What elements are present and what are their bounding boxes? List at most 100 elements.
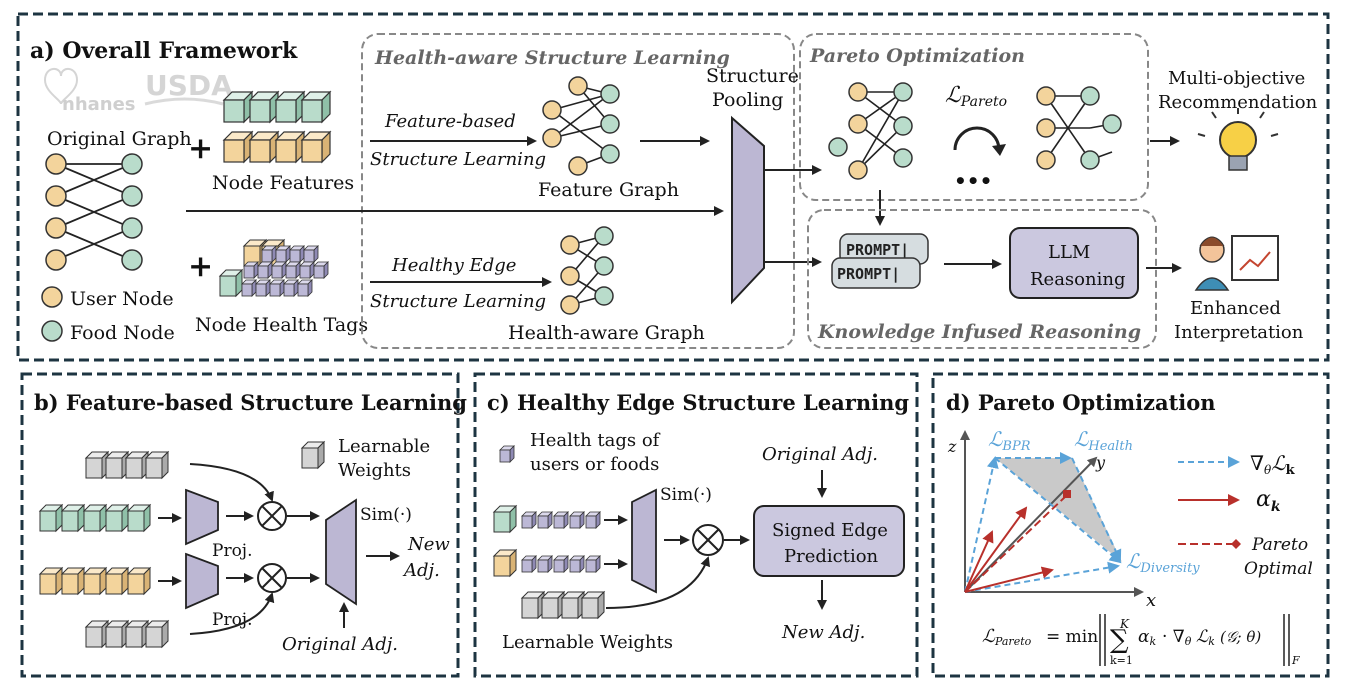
c-learnable-label: Learnable Weights xyxy=(502,632,673,653)
usda-logo: USDA xyxy=(144,69,233,106)
loop-arrow-icon xyxy=(953,126,1001,151)
structure-pooling-block xyxy=(731,115,765,305)
health-tag-cube-icon xyxy=(499,445,515,463)
multi-obj-label-1: Multi-objective xyxy=(1168,68,1305,89)
food-node-label: Food Node xyxy=(70,322,175,344)
multiply-icon-bottom xyxy=(257,563,287,593)
svg-text:k=1: k=1 xyxy=(1110,654,1133,667)
proj-block-top xyxy=(185,488,219,546)
food-node-swatch xyxy=(41,320,63,342)
c-sim-block xyxy=(631,488,657,594)
health-aware-graph xyxy=(560,226,614,315)
signed-edge-prediction-box xyxy=(753,505,905,577)
user-node-swatch xyxy=(41,286,63,308)
panel-d-border xyxy=(931,372,1330,678)
learnable-label-1: Learnable xyxy=(338,436,430,457)
c-original-adj-label: Original Adj. xyxy=(762,444,878,465)
learnable-weights-cube-icon xyxy=(301,441,325,469)
l-pareto-label: ℒPareto xyxy=(945,83,1007,110)
feature-based-label: Feature-based xyxy=(384,111,516,132)
learnable-label-2: Weights xyxy=(338,460,411,481)
original-graph xyxy=(45,153,143,271)
prompt-cards: PROMPT| PROMPT| xyxy=(831,233,929,289)
node-features-label: Node Features xyxy=(212,172,354,194)
original-graph-label: Original Graph xyxy=(47,128,192,150)
legend-pareto-label-1: Pareto xyxy=(1251,535,1308,555)
gradient-vectors xyxy=(964,452,1122,593)
svg-text:∑: ∑ xyxy=(1110,625,1129,655)
structure-learning-label: Structure Learning xyxy=(370,149,546,170)
legend-pareto-diamond-icon xyxy=(1231,539,1241,549)
plus-icon: + xyxy=(188,249,213,284)
b-weight-cubes-top xyxy=(85,451,169,479)
c-multiply-icon xyxy=(692,524,724,556)
c-food-tag-row xyxy=(493,505,601,533)
svg-text:αk: αk xyxy=(1138,627,1156,648)
l-health-label: ℒHealth xyxy=(1074,427,1133,454)
alpha-vectors xyxy=(964,506,1054,593)
pareto-graph-left xyxy=(828,82,913,180)
llm-label: LLM xyxy=(1048,242,1090,263)
pareto-box xyxy=(799,33,1149,201)
hasl-box xyxy=(361,33,795,349)
structure-pooling-label-1: Structure xyxy=(706,65,799,87)
original-adj-label: Original Adj. xyxy=(282,634,398,655)
b-user-cubes xyxy=(39,567,151,595)
node-health-tags-label: Node Health Tags xyxy=(195,314,368,336)
legend-pareto-label-2: Optimal xyxy=(1244,559,1313,579)
multi-obj-label-2: Recommendation xyxy=(1158,92,1318,113)
feature-graph-label: Feature Graph xyxy=(538,179,679,201)
c-new-adj-label: New Adj. xyxy=(781,622,865,643)
y-axis-label: y xyxy=(1095,453,1106,472)
proj-block-bottom xyxy=(185,552,219,610)
structure-learning-label-2: Structure Learning xyxy=(370,291,546,312)
c-sim-label: Sim(·) xyxy=(660,485,712,505)
hasl-title: Health-aware Structure Learning xyxy=(374,47,730,69)
loop-arrowhead-icon xyxy=(992,144,1006,156)
proj-label-top: Proj. xyxy=(212,541,252,561)
panel-a-title: a) Overall Framework xyxy=(30,38,298,64)
teacher-icon xyxy=(1194,235,1279,291)
reasoning-label: Reasoning xyxy=(1030,269,1125,290)
signed-label-2: Prediction xyxy=(784,546,879,567)
svg-text:PROMPT|: PROMPT| xyxy=(846,241,909,260)
node-health-tags-cubes xyxy=(219,239,329,297)
panel-b-title: b) Feature-based Structure Learning xyxy=(34,390,467,415)
svg-text:ℒk: ℒk xyxy=(1196,627,1215,648)
pareto-formula: ℒPareto = min K ∑ k=1 αk · ∇θ ℒk (𝒢; θ) … xyxy=(982,614,1300,667)
multiply-icon-top xyxy=(257,501,287,531)
svg-text:(𝒢; θ): (𝒢; θ) xyxy=(1220,628,1261,646)
pareto-optimal-point xyxy=(1063,490,1071,498)
y-axis xyxy=(964,456,1098,593)
c-learnable-weight-cubes xyxy=(521,591,605,619)
structure-pooling-label-2: Pooling xyxy=(712,89,783,111)
panel-c-title: c) Healthy Edge Structure Learning xyxy=(487,390,909,415)
nhanes-logo: nhanes xyxy=(43,68,136,115)
svg-text:ℒPareto: ℒPareto xyxy=(982,626,1032,648)
proj-label-bottom: Proj. xyxy=(212,610,252,630)
health-tags-label-1: Health tags of xyxy=(530,430,661,451)
pareto-graph-right xyxy=(1036,86,1122,170)
svg-text:K: K xyxy=(1119,617,1130,631)
kir-box xyxy=(807,209,1157,349)
panel-a-border xyxy=(16,12,1330,362)
healthy-edge-label: Healthy Edge xyxy=(391,255,516,276)
plus-icon: + xyxy=(188,131,213,166)
kir-title: Knowledge Infused Reasoning xyxy=(817,321,1141,343)
l-bpr-label: ℒBPR xyxy=(988,427,1031,454)
b-food-cubes xyxy=(39,504,151,532)
panel-d-title: d) Pareto Optimization xyxy=(946,390,1216,415)
b-weight-cubes-bottom xyxy=(85,620,169,648)
sim-block xyxy=(325,498,357,606)
legend-grad-label: ∇θℒk xyxy=(1250,451,1296,478)
new-adj-label-1: New xyxy=(407,534,450,555)
l-diversity-label: ℒDiversity xyxy=(1126,549,1200,576)
z-axis-label: z xyxy=(947,437,957,456)
panel-c-border xyxy=(473,372,919,678)
svg-text:F: F xyxy=(1291,654,1300,667)
c-user-tag-row xyxy=(493,549,601,577)
feature-graph xyxy=(542,76,620,176)
usda-text: USDA xyxy=(145,69,233,102)
pareto-optimal-vector xyxy=(964,495,1067,593)
